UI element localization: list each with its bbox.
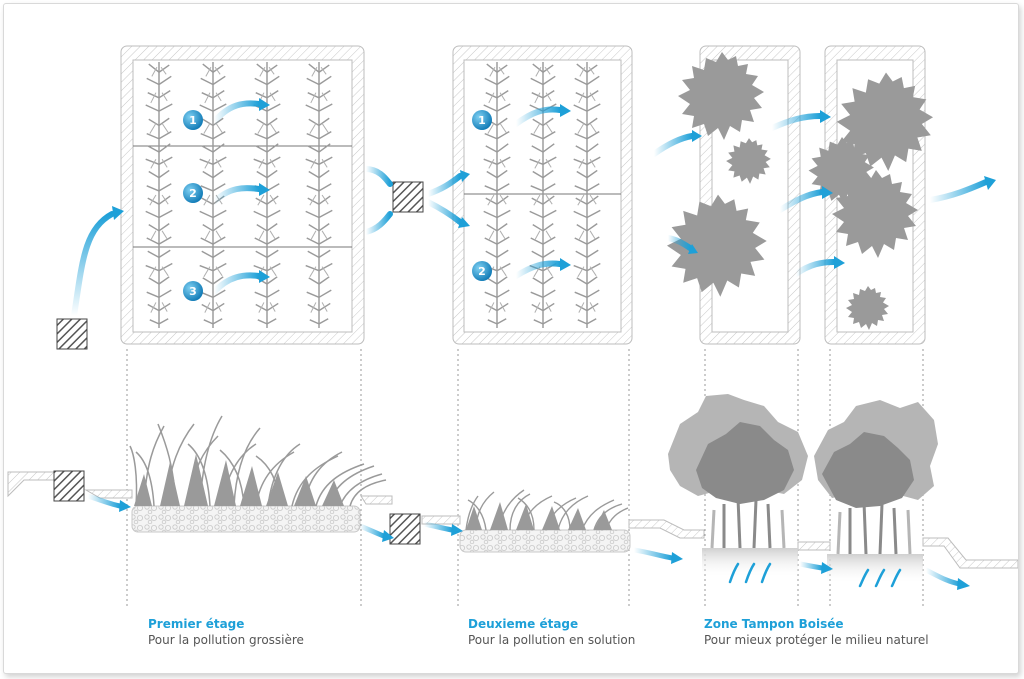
ground-profile <box>7 471 1018 569</box>
buffer-subtitle: Pour mieux protéger le milieu naturel <box>704 633 929 647</box>
diagram-frame: 1 2 3 1 2 <box>3 3 1019 674</box>
guide-lines <box>126 349 924 609</box>
svg-text:2: 2 <box>478 265 486 278</box>
section-inlet-box <box>53 470 85 502</box>
stage1-section <box>129 415 387 533</box>
stage2-plan-basin <box>452 45 633 345</box>
stage1-caption: Premier étage Pour la pollution grossièr… <box>148 616 304 648</box>
stage1-subtitle: Pour la pollution grossière <box>148 633 304 647</box>
infiltration-arrows <box>728 562 902 588</box>
section-transfer-box <box>389 513 421 545</box>
section-flow-arrows <box>85 493 963 587</box>
buffer-zone-section <box>668 394 938 584</box>
stage1-title: Premier étage <box>148 617 245 631</box>
buffer-zone-plan <box>666 45 934 345</box>
stage1-plan-basin <box>120 45 365 345</box>
stage2-subtitle: Pour la pollution en solution <box>468 633 636 647</box>
plan-transfer-box <box>392 181 424 213</box>
wetland-diagram: 1 2 3 1 2 <box>7 45 1018 609</box>
stage2-marker-2: 2 <box>472 261 492 281</box>
svg-text:3: 3 <box>189 285 197 298</box>
svg-text:2: 2 <box>189 187 197 200</box>
stage1-marker-1: 1 <box>183 110 203 130</box>
stage2-section <box>459 489 631 553</box>
stage2-title: Deuxieme étage <box>468 617 579 631</box>
buffer-caption: Zone Tampon Boisée Pour mieux protéger l… <box>704 616 929 648</box>
svg-text:1: 1 <box>478 114 486 127</box>
buffer-title: Zone Tampon Boisée <box>704 617 844 631</box>
plan-arrowheads <box>112 98 996 283</box>
plan-inlet-box <box>56 318 88 350</box>
svg-text:1: 1 <box>189 114 197 127</box>
stage1-marker-3: 3 <box>183 281 203 301</box>
stage2-caption: Deuxieme étage Pour la pollution en solu… <box>468 616 635 648</box>
stage1-marker-2: 2 <box>183 183 203 203</box>
stage2-marker-1: 1 <box>472 110 492 130</box>
plan-flow-arrows <box>71 100 989 319</box>
section-arrowheads <box>119 500 970 590</box>
